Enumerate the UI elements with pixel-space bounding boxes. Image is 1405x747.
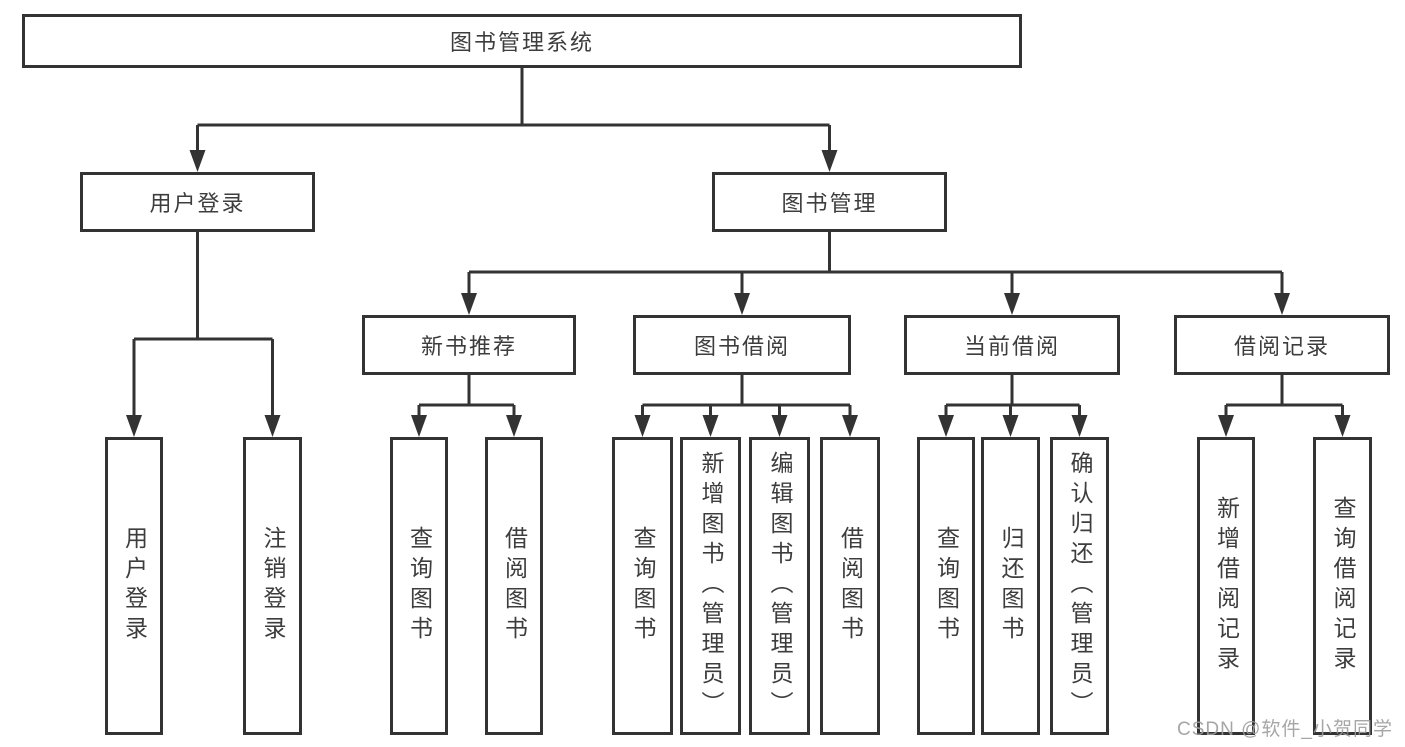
leaf-hist-add-record-label: 新增借阅记录 [1213,496,1240,676]
node-book-borrow: 图书借阅 [633,315,851,375]
leaf-hist-add-record: 新增借阅记录 [1197,437,1255,735]
leaf-bor-edit-book-label: 编辑图书（管理员） [767,451,793,721]
csdn-watermark: CSDN @软件_小贺同学 [1177,719,1393,740]
node-book-mgmt-label: 图书管理 [781,191,878,216]
leaf-bor-add-book-label: 新增图书（管理员） [698,451,724,721]
leaf-bor-add-book: 新增图书（管理员） [680,437,741,735]
leaf-bor-edit-book: 编辑图书（管理员） [749,437,810,735]
leaf-cur-confirm-return-label: 确认归还（管理员） [1067,451,1093,721]
leaf-bor-query-book-label: 查询图书 [630,526,656,646]
node-borrow-records: 借阅记录 [1174,315,1390,375]
leaf-rec-query-book: 查询图书 [390,437,448,735]
node-book-borrow-label: 图书借阅 [693,334,790,359]
node-current-borrow-label: 当前借阅 [963,334,1060,359]
node-borrow-records-label: 借阅记录 [1233,334,1330,359]
node-new-book-rec: 新书推荐 [362,315,576,375]
leaf-rec-borrow-book-label: 借阅图书 [501,526,528,646]
leaf-cur-confirm-return: 确认归还（管理员） [1050,437,1109,735]
leaf-bor-borrow-book: 借阅图书 [820,437,880,735]
node-root-label: 图书管理系统 [449,30,594,55]
leaf-hist-query-record: 查询借阅记录 [1313,437,1372,735]
node-new-book-rec-label: 新书推荐 [420,334,517,359]
leaf-cur-query-book-label: 查询图书 [933,526,960,646]
leaf-cur-return-book-label: 归还图书 [998,526,1024,646]
leaf-rec-query-book-label: 查询图书 [406,526,433,646]
leaf-logout-label: 注销登录 [260,526,286,646]
connector-strokes [132,68,1344,417]
leaf-logout: 注销登录 [243,437,302,735]
leaf-rec-borrow-book: 借阅图书 [485,437,543,735]
leaf-cur-query-book: 查询图书 [917,437,975,735]
node-current-borrow: 当前借阅 [904,315,1120,375]
node-user-login-label: 用户登录 [149,191,246,216]
leaf-user-login-label: 用户登录 [121,526,148,646]
node-root: 图书管理系统 [22,14,1022,68]
node-user-login: 用户登录 [80,172,315,232]
leaf-bor-query-book: 查询图书 [612,437,673,735]
node-book-mgmt: 图书管理 [712,172,947,232]
leaf-user-login: 用户登录 [105,437,163,735]
leaf-cur-return-book: 归还图书 [981,437,1040,735]
leaf-bor-borrow-book-label: 借阅图书 [837,526,864,646]
arrowheads [126,150,1351,437]
leaf-hist-query-record-label: 查询借阅记录 [1330,496,1356,676]
